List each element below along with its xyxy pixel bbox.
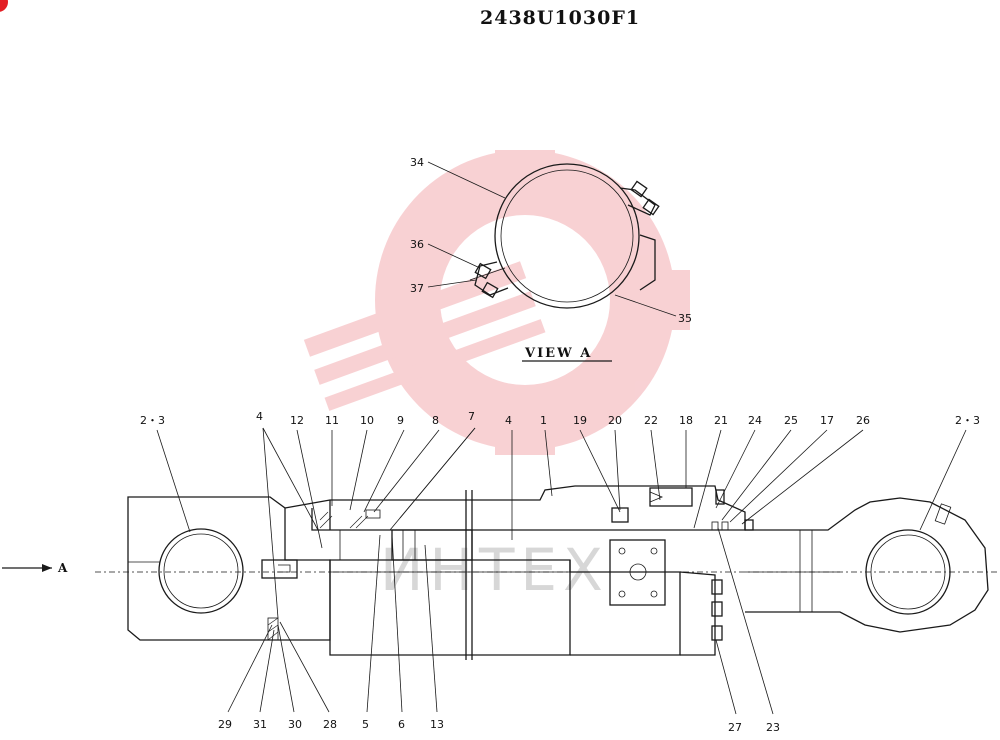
callout-1: 1 (540, 414, 547, 427)
callout-2-3-left: 2・3 (140, 414, 165, 427)
callout-25: 25 (784, 414, 798, 427)
relief-valve (611, 487, 725, 523)
callout-8: 8 (432, 414, 439, 427)
callout-19: 19 (573, 414, 587, 427)
callout-34: 34 (410, 156, 424, 169)
top-leaders (156, 427, 967, 619)
callout-28: 28 (323, 718, 337, 731)
direction-arrow: A (2, 561, 68, 575)
callout-26: 26 (856, 414, 870, 427)
callout-31: 31 (253, 718, 267, 731)
callout-35: 35 (678, 312, 692, 325)
callout-30: 30 (288, 718, 302, 731)
piston-rod (711, 497, 989, 633)
callout-17: 17 (820, 414, 834, 427)
rod-eye (865, 503, 952, 615)
top-callouts: 2・3 4 12 11 10 9 8 7 4 1 19 20 22 18 21 … (140, 410, 980, 427)
callout-4-mid: 4 (505, 414, 512, 427)
view-a-clamp (469, 163, 660, 309)
watermark-text: ИНТЕХ (380, 536, 609, 604)
callout-11: 11 (325, 414, 339, 427)
callout-27: 27 (728, 721, 742, 734)
bottom-clevis (127, 496, 331, 641)
callout-18: 18 (679, 414, 693, 427)
view-a-label: VIEW A (524, 346, 592, 361)
callout-36: 36 (410, 238, 424, 251)
callout-23: 23 (766, 721, 780, 734)
callout-6: 6 (398, 718, 405, 731)
callout-4-left: 4 (256, 410, 263, 423)
callout-9: 9 (397, 414, 404, 427)
callout-21: 21 (714, 414, 728, 427)
callout-22: 22 (644, 414, 658, 427)
bottom-seal-detail (261, 559, 298, 641)
callout-29: 29 (218, 718, 232, 731)
drawing-number: 2438U1030F1 (480, 7, 640, 29)
callout-37: 37 (410, 282, 424, 295)
callout-10: 10 (360, 414, 374, 427)
bottom-callouts: 29 31 30 28 5 6 13 27 23 (218, 718, 780, 734)
callout-12: 12 (290, 414, 304, 427)
callout-24: 24 (748, 414, 762, 427)
callout-5: 5 (362, 718, 369, 731)
bottom-leaders (227, 527, 774, 715)
head-block (569, 539, 723, 656)
callout-13: 13 (430, 718, 444, 731)
callout-2-3-right: 2・3 (955, 414, 980, 427)
corner-badge (0, 0, 8, 12)
callout-20: 20 (608, 414, 622, 427)
svg-text:A: A (57, 561, 68, 575)
callout-7: 7 (468, 410, 475, 423)
watermark-logo (303, 150, 690, 455)
